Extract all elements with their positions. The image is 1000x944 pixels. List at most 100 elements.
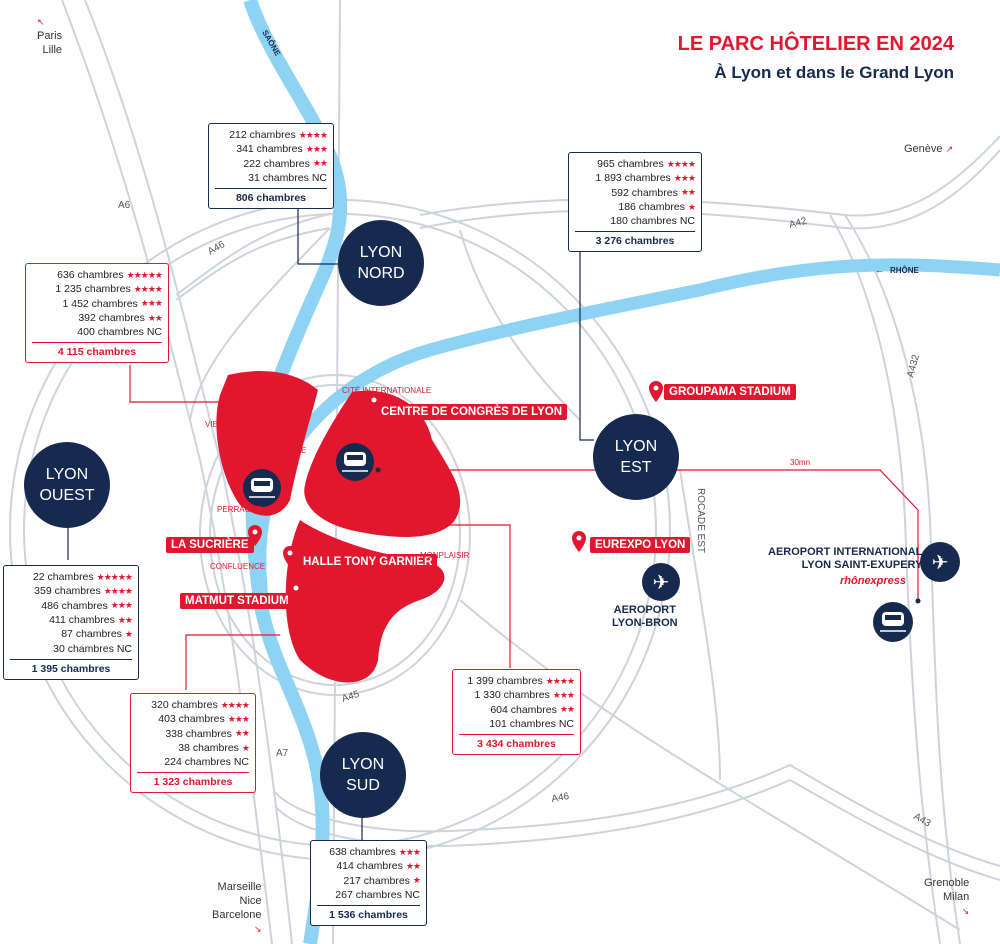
room-count: 212 chambres [229,129,296,142]
room-count: 592 chambres [611,186,678,199]
star-rating-icon: ★★★★ [666,158,696,169]
dest-barcelone: Barcelone [212,909,262,921]
pin-halle-icon [283,546,297,567]
zone-part-dieu [304,390,461,537]
train-icon-perrache [243,469,281,507]
pin-dots [252,385,659,591]
room-count: 400 chambres [77,326,144,339]
room-count: 486 chambres [41,599,108,612]
poi-groupama: GROUPAMA STADIUM [664,384,796,400]
train-icon-part-dieu [336,443,374,481]
hotel-row: 212 chambres★★★★ [215,128,328,142]
room-count: 217 chambres [343,874,410,887]
poi-matmut: MATMUT STADIUM [180,593,294,609]
room-count: 359 chambres [34,585,101,598]
sector-nord-l1: LYON [359,244,403,261]
star-rating-icon: ★★★★ [133,283,163,294]
rhonexpress-duration: 30mn [790,458,810,467]
hotel-row: 87 chambres★ [10,627,133,641]
dest-marseille-label: Marseille [217,881,262,893]
star-rating-icon: ★★★ [305,143,328,154]
star-rating-icon: ★★★★ [220,699,250,710]
road-a7: A7 [276,748,289,759]
room-count: 1 330 chambres [474,689,550,702]
room-count: 414 chambres [336,860,403,873]
room-count: 87 chambres [61,628,122,641]
airport-bron-l1: AEROPORT [613,604,676,616]
star-rating-icon: ★ [687,201,696,212]
arrow-up-right-icon: ↗ [945,144,954,154]
poi-eurexpo: EUREXPO LYON [590,537,691,553]
room-count: 965 chambres [597,158,664,171]
room-count: 101 chambres [489,718,556,731]
hotel-row: 338 chambres★★ [137,727,250,741]
hotel-box-est: 965 chambres★★★★ 1 893 chambres★★★ 592 cha… [568,152,702,253]
svg-text:✈: ✈ [932,552,949,574]
dest-paris: Paris [37,30,63,42]
plane-icon-stex: ✈ [920,542,960,582]
room-count: 1 893 chambres [595,172,671,185]
airport-bron-l2: LYON-BRON [612,617,678,629]
dest-milan: Milan [942,891,970,903]
star-rating-icon: ★★★★ [545,675,575,686]
road-rocade-est: ROCADE EST [695,488,706,553]
room-count: 1 452 chambres [62,297,138,310]
room-count: 1 399 chambres [467,675,543,688]
star-rating-icon: ★★ [147,312,163,323]
hotel-row: 320 chambres★★★★ [137,698,250,712]
not-classified-label: NC [679,215,695,228]
star-rating-icon: ★ [124,628,133,639]
road-a6: A6 [118,200,131,211]
hotel-row: 411 chambres★★ [10,613,133,627]
dest-lille: Lille [42,44,63,56]
star-rating-icon: ★ [412,875,421,886]
svg-text:✈: ✈ [653,572,670,594]
hotel-row: 22 chambres★★★★★ [10,570,133,584]
map-title-block: LE PARC HÔTELIER EN 2024 À Lyon et dans … [678,33,954,83]
total-rooms: 3 276 chambres [575,231,695,247]
room-count: 636 chambres [57,269,124,282]
road-a43: A43 [912,811,933,830]
not-classified-label: NC [233,756,249,769]
hotel-row: 222 chambres★★ [215,157,328,171]
star-rating-icon: ★★ [312,158,328,169]
room-count: 186 chambres [618,201,685,214]
road-a42: A42 [788,216,808,231]
room-count: 403 chambres [158,713,225,726]
star-rating-icon: ★★★ [227,713,250,724]
star-rating-icon: ★★★ [110,600,133,611]
room-count: 180 chambres [610,215,677,228]
hotel-row: 341 chambres★★★ [215,142,328,156]
quarter-vieux-lyon: VIEUX-LYON [205,420,253,429]
quarter-cite: CITÉ INTERNATIONALE [342,386,432,395]
arrow-up-left-icon: ↖ [37,17,45,27]
room-count: 22 chambres [32,571,94,584]
road-a432: A432 [905,353,922,379]
sector-est-l1: LYON [614,438,658,455]
star-rating-icon: ★★★★★ [96,571,133,582]
total-rooms: 3 434 chambres [459,734,574,750]
hotel-row: 604 chambres★★ [459,703,575,717]
part-dieu-dot [375,467,381,473]
star-rating-icon: ★★ [117,614,133,625]
hotel-box-ouest: 22 chambres★★★★★359 chambres★★★★486 cham… [3,565,139,680]
zone-centre-west [216,370,318,516]
hotel-row: 592 chambres★★ [575,186,696,200]
star-rating-icon: ★ [241,742,250,753]
room-count: 31 chambres [248,172,309,185]
pin-groupama-icon [649,381,663,402]
map-subtitle: À Lyon et dans le Grand Lyon [714,63,954,82]
total-rooms: 806 chambres [215,188,327,204]
star-rating-icon: ★★★ [673,172,696,183]
hotel-row: 392 chambres★★ [32,311,163,325]
hotel-row: 359 chambres★★★★ [10,584,133,598]
dest-geneve-label: Genève [904,143,943,155]
road-network [9,0,1000,944]
hotel-row: 1 235 chambres★★★★ [32,282,163,296]
quarter-centre: LYON CENTRE [250,446,307,455]
room-count: 1 235 chambres [55,283,131,296]
